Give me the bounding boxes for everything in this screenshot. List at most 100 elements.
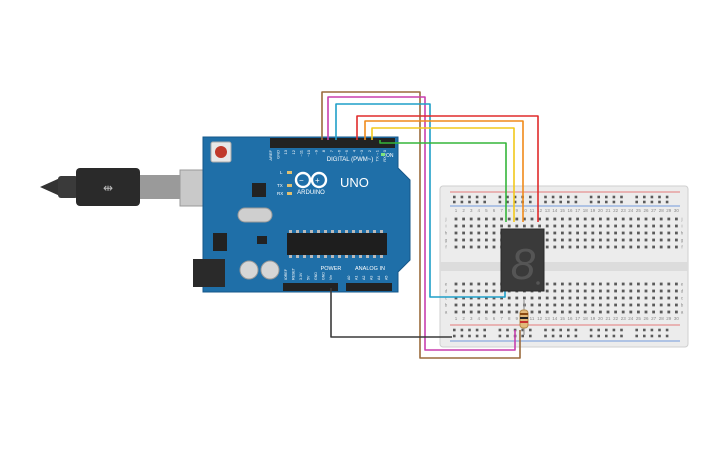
breadboard-hole[interactable] <box>507 303 511 307</box>
breadboard-hole[interactable] <box>454 296 458 300</box>
wire-cyan[interactable] <box>335 103 506 298</box>
seven-segment-display[interactable]: 8 <box>500 228 545 292</box>
breadboard-hole[interactable] <box>545 310 549 314</box>
breadboard-hole[interactable] <box>576 296 579 300</box>
breadboard-hole[interactable] <box>644 245 648 249</box>
rail-hole[interactable] <box>589 334 593 338</box>
breadboard-hole[interactable] <box>675 296 678 300</box>
breadboard-hole[interactable] <box>515 303 519 307</box>
breadboard-hole[interactable] <box>659 224 663 228</box>
breadboard-hole[interactable] <box>667 238 671 242</box>
breadboard-hole[interactable] <box>629 231 633 235</box>
breadboard-hole[interactable] <box>583 231 587 235</box>
breadboard-hole[interactable] <box>614 296 617 300</box>
breadboard-hole[interactable] <box>545 245 549 249</box>
breadboard-hole[interactable] <box>576 224 579 228</box>
breadboard-hole[interactable] <box>591 289 595 293</box>
breadboard-hole[interactable] <box>469 282 473 286</box>
rail-hole[interactable] <box>460 334 464 338</box>
rail-hole[interactable] <box>658 200 661 204</box>
breadboard-hole[interactable] <box>576 238 579 242</box>
rail-hole[interactable] <box>643 334 646 338</box>
breadboard-hole[interactable] <box>568 303 572 307</box>
power-jack[interactable] <box>193 259 225 287</box>
rail-hole[interactable] <box>665 195 669 199</box>
breadboard-hole[interactable] <box>621 296 625 300</box>
rail-hole[interactable] <box>468 200 471 204</box>
breadboard-hole[interactable] <box>629 289 633 293</box>
wire-black[interactable] <box>330 288 452 338</box>
breadboard-hole[interactable] <box>469 310 473 314</box>
breadboard-hole[interactable] <box>629 224 633 228</box>
breadboard-hole[interactable] <box>454 231 458 235</box>
breadboard-hole[interactable] <box>500 217 503 221</box>
wires[interactable] <box>321 91 539 359</box>
breadboard-hole[interactable] <box>659 245 663 249</box>
rail-hole[interactable] <box>453 334 456 338</box>
rail-hole[interactable] <box>567 328 570 332</box>
rail-hole[interactable] <box>643 200 646 204</box>
rail-hole[interactable] <box>521 334 524 338</box>
breadboard-hole[interactable] <box>492 224 496 228</box>
breadboard-hole[interactable] <box>477 217 481 221</box>
rail-hole[interactable] <box>567 334 570 338</box>
breadboard-hole[interactable] <box>614 303 617 307</box>
rail-hole[interactable] <box>498 200 502 204</box>
rail-hole[interactable] <box>589 195 593 199</box>
breadboard-hole[interactable] <box>652 238 655 242</box>
rail-hole[interactable] <box>605 195 608 199</box>
breadboard-hole[interactable] <box>599 296 602 300</box>
breadboard-hole[interactable] <box>462 282 465 286</box>
breadboard-hole[interactable] <box>507 310 511 314</box>
rail-hole[interactable] <box>574 334 578 338</box>
rail-hole[interactable] <box>658 328 661 332</box>
breadboard-hole[interactable] <box>530 303 534 307</box>
breadboard-hole[interactable] <box>500 310 503 314</box>
rail-hole[interactable] <box>605 328 608 332</box>
breadboard-hole[interactable] <box>583 282 587 286</box>
breadboard-hole[interactable] <box>485 238 488 242</box>
rail-hole[interactable] <box>475 328 479 332</box>
breadboard-hole[interactable] <box>614 217 617 221</box>
breadboard-hole[interactable] <box>553 217 557 221</box>
rail-hole[interactable] <box>521 328 524 332</box>
breadboard-hole[interactable] <box>637 217 640 221</box>
breadboard-hole[interactable] <box>561 224 564 228</box>
breadboard-hole[interactable] <box>568 224 572 228</box>
breadboard-hole[interactable] <box>644 238 648 242</box>
breadboard-hole[interactable] <box>561 310 564 314</box>
rail-hole[interactable] <box>468 334 471 338</box>
breadboard-hole[interactable] <box>644 296 648 300</box>
breadboard-hole[interactable] <box>523 217 526 221</box>
breadboard-hole[interactable] <box>652 231 655 235</box>
breadboard-hole[interactable] <box>652 217 655 221</box>
breadboard-hole[interactable] <box>568 238 572 242</box>
breadboard-hole[interactable] <box>492 303 496 307</box>
breadboard-hole[interactable] <box>545 303 549 307</box>
breadboard-hole[interactable] <box>621 282 625 286</box>
breadboard-hole[interactable] <box>545 296 549 300</box>
rail-hole[interactable] <box>658 195 661 199</box>
rail-hole[interactable] <box>506 334 509 338</box>
rail-hole[interactable] <box>529 200 532 204</box>
breadboard-hole[interactable] <box>553 282 557 286</box>
breadboard-hole[interactable] <box>637 245 640 249</box>
breadboard-hole[interactable] <box>576 289 579 293</box>
rail-hole[interactable] <box>498 328 502 332</box>
breadboard-hole[interactable] <box>538 224 541 228</box>
rail-hole[interactable] <box>453 328 456 332</box>
rail-hole[interactable] <box>475 195 479 199</box>
breadboard-hole[interactable] <box>591 245 595 249</box>
breadboard-hole[interactable] <box>545 224 549 228</box>
breadboard-hole[interactable] <box>599 238 602 242</box>
breadboard-hole[interactable] <box>583 224 587 228</box>
breadboard-hole[interactable] <box>591 217 595 221</box>
breadboard-hole[interactable] <box>561 238 564 242</box>
breadboard-hole[interactable] <box>606 310 610 314</box>
breadboard-hole[interactable] <box>454 289 458 293</box>
breadboard-hole[interactable] <box>599 217 602 221</box>
rail-hole[interactable] <box>483 334 486 338</box>
breadboard-hole[interactable] <box>485 289 488 293</box>
rail-hole[interactable] <box>559 334 562 338</box>
breadboard-hole[interactable] <box>545 289 549 293</box>
